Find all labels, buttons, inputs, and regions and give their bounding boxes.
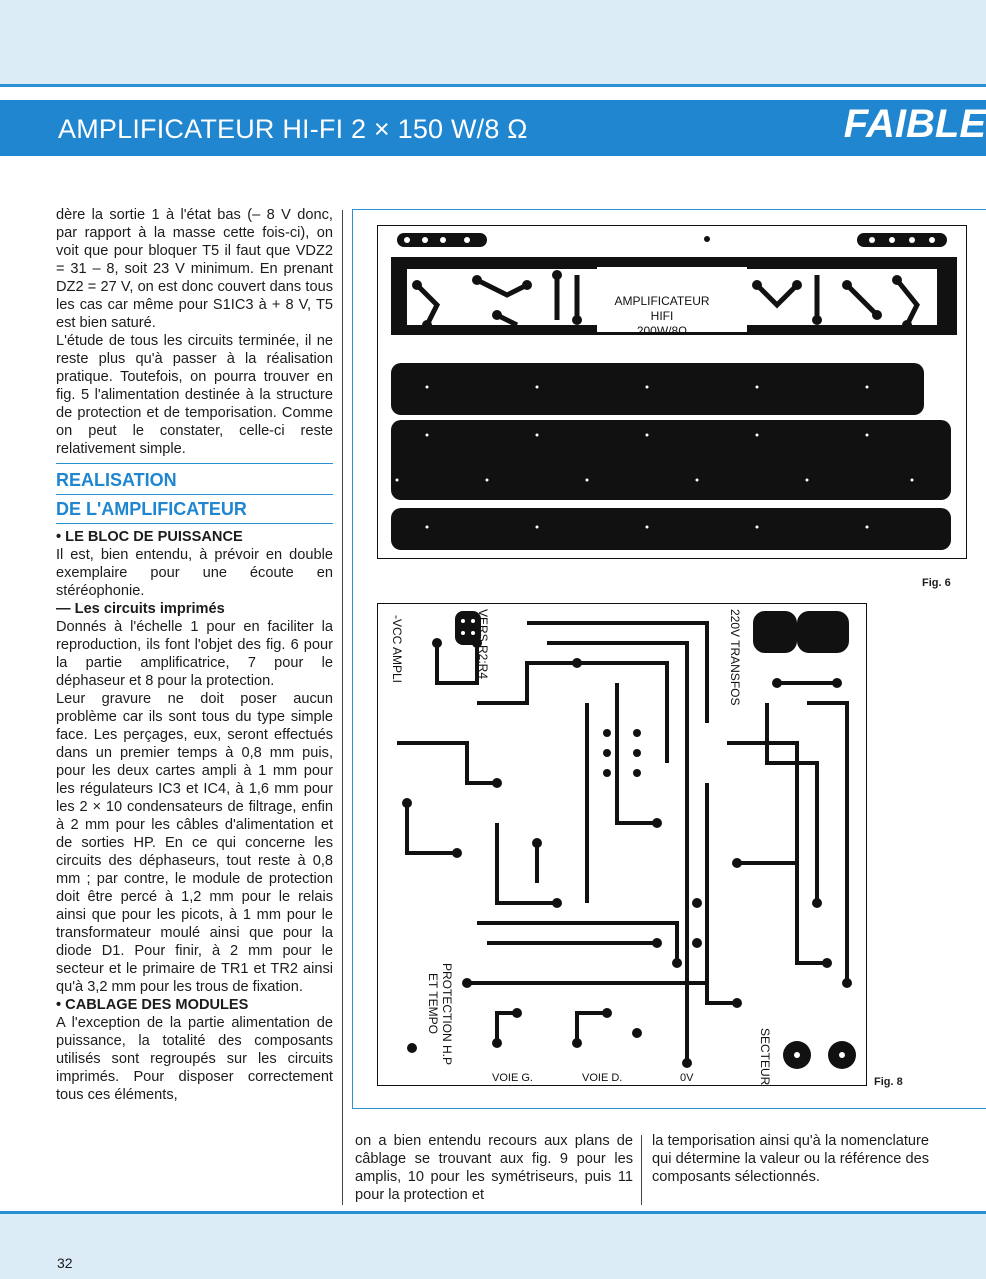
text-column-1: dère la sortie 1 à l'état bas (– 8 V don…: [56, 206, 333, 1104]
column-separator-2: [641, 1135, 642, 1205]
fig8-label: Fig. 8: [874, 1076, 903, 1088]
fig8-label-vcc: -VCC AMPLI: [390, 615, 404, 683]
fig6-pads: [412, 270, 912, 330]
fig8-label-voie-g: VOIE G.: [492, 1072, 533, 1084]
intro-paragraph: dère la sortie 1 à l'état bas (– 8 V don…: [56, 207, 333, 331]
fig8-label-0v: 0V: [680, 1072, 694, 1084]
text-column-2: on a bien entendu recours aux plans de c…: [355, 1133, 633, 1203]
section-title-line2: DE L'AMPLIFICATEUR: [56, 495, 333, 524]
figure-frame: [352, 209, 986, 1109]
fig8-traces: [397, 621, 849, 1063]
section-title-line1: REALISATION: [56, 466, 333, 495]
fig6-board-text-3: 200W/8Ω: [637, 324, 687, 338]
fig6-power-rails: [391, 363, 951, 550]
bottom-margin-band: [0, 1214, 986, 1279]
paragraph-4: Donnés à l'échelle 1 pour en faciliter l…: [56, 619, 333, 689]
section-label: FAIBLE: [843, 102, 986, 146]
subheading-bloc-puissance: • LE BLOC DE PUISSANCE: [56, 529, 243, 545]
paragraph-2: L'étude de tous les circuits terminée, i…: [56, 333, 333, 457]
fig6-board-text-1: AMPLIFICATEUR: [614, 294, 709, 308]
fig6-label: Fig. 6: [922, 577, 951, 589]
fig6-pcb: AMPLIFICATEUR HIFI 200W/8Ω: [377, 225, 967, 559]
fig6-label-area: [597, 267, 747, 332]
fig8-label-secteur: SECTEUR: [758, 1028, 772, 1086]
fig6-drill-holes: [404, 237, 935, 243]
section-heading: REALISATION DE L'AMPLIFICATEUR: [56, 463, 333, 524]
page-number: 32: [57, 1255, 73, 1271]
fig8-label-voie-d: VOIE D.: [582, 1072, 622, 1084]
fig6-copper-upper: [391, 257, 957, 335]
fig6-rail-holes: [395, 385, 914, 529]
article-title: AMPLIFICATEUR HI-FI 2 × 150 W/8 Ω: [58, 114, 528, 144]
header-band: AMPLIFICATEUR HI-FI 2 × 150 W/8 Ω FAIBLE: [0, 100, 986, 156]
fig8-pads: [402, 638, 852, 1068]
fig8-large-pad-holes: [461, 619, 845, 1058]
paragraph-5: Leur gravure ne doit poser aucun problèm…: [56, 691, 333, 995]
top-margin-band: [0, 0, 986, 86]
text-column-3: la temporisation ainsi qu'à la nomenclat…: [652, 1133, 929, 1185]
top-rule: [0, 84, 986, 87]
subheading-cablage: • CABLAGE DES MODULES: [56, 997, 249, 1013]
fig8-label-protection-2: ET TEMPO: [426, 973, 440, 1034]
column-separator-1: [342, 210, 343, 1205]
bottom-rule: [0, 1211, 986, 1214]
fig6-board-text-2: HIFI: [651, 309, 674, 323]
paragraph-3: Il est, bien entendu, à prévoir en doubl…: [56, 547, 333, 599]
paragraph-6: A l'exception de la partie alimentation …: [56, 1015, 333, 1103]
subheading-circuits-imprimes: — Les circuits imprimés: [56, 601, 225, 617]
fig8-label-transfos: 220V TRANSFOS: [728, 609, 742, 705]
fig8-pcb: -VCC AMPLI VERS R2:R4 220V TRANSFOS PROT…: [377, 603, 867, 1086]
fig8-label-protection-1: PROTECTION H.P: [440, 963, 454, 1065]
